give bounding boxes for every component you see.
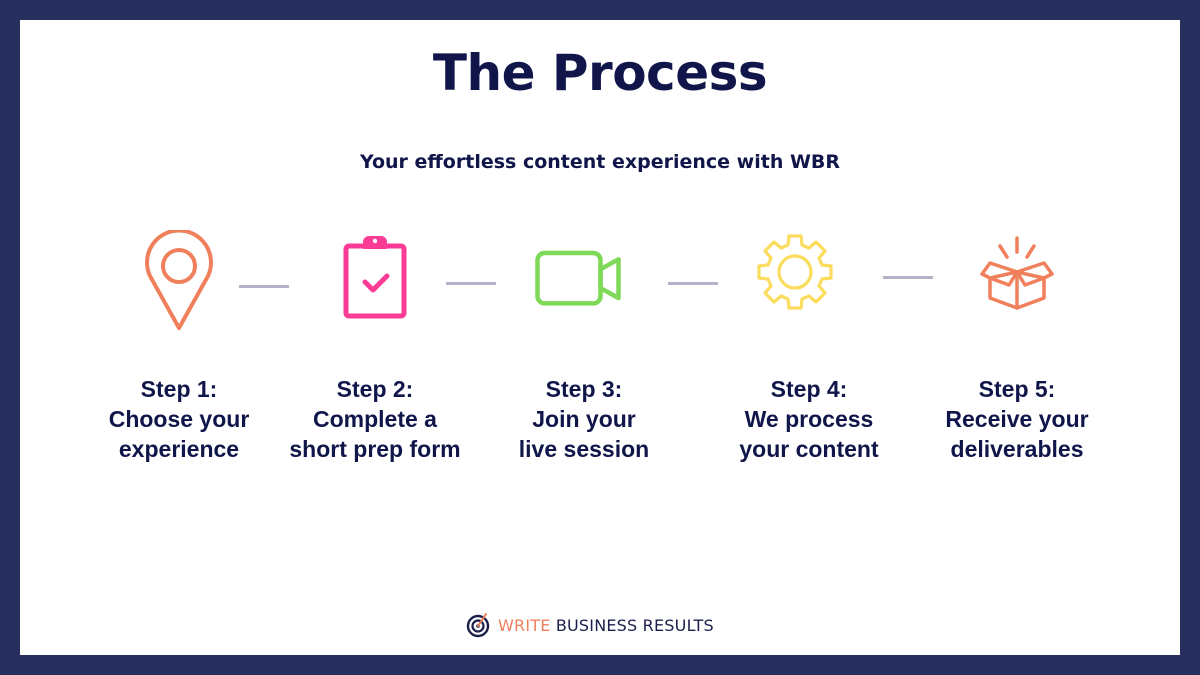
brand-logo: WRITE BUSINESS RESULTS <box>466 612 714 638</box>
step-description-line: Choose your <box>108 406 250 432</box>
video-camera-icon <box>533 230 623 330</box>
step-4: Step 4: We process your content <box>699 374 919 464</box>
map-pin-icon <box>134 230 224 330</box>
page-subtitle: Your effortless content experience with … <box>359 151 841 173</box>
step-description-line: Join your <box>532 406 636 432</box>
connector-line <box>668 282 718 285</box>
step-1: Step 1: Choose your experience <box>69 374 289 464</box>
step-description-line: Complete a <box>313 406 437 432</box>
step-description-line: live session <box>518 436 650 462</box>
step-label: Step 3: <box>545 376 623 402</box>
clipboard-check-icon <box>330 230 420 330</box>
gear-icon <box>750 225 840 325</box>
open-box-icon <box>972 230 1062 330</box>
brand-name-rest: BUSINESS RESULTS <box>555 615 714 635</box>
step-3: Step 3: Join your live session <box>474 374 694 464</box>
step-description-line: We process <box>744 406 874 432</box>
step-description-line: your content <box>739 436 879 462</box>
step-5: Step 5: Receive your deliverables <box>907 374 1127 464</box>
step-label: Step 4: <box>770 376 848 402</box>
step-2: Step 2: Complete a short prep form <box>265 374 485 464</box>
connector-line <box>883 276 933 279</box>
step-description-line: short prep form <box>289 436 461 462</box>
brand-name: WRITE BUSINESS RESULTS <box>498 616 714 635</box>
target-icon <box>466 612 492 638</box>
page-title: The Process <box>432 44 768 102</box>
step-description-line: Receive your <box>945 406 1089 432</box>
brand-name-write: WRITE <box>498 615 551 635</box>
slide-frame <box>20 20 1180 655</box>
step-description-line: experience <box>118 436 240 462</box>
step-label: Step 5: <box>978 376 1056 402</box>
step-description-line: deliverables <box>950 436 1084 462</box>
connector-line <box>239 285 289 288</box>
connector-line <box>446 282 496 285</box>
step-label: Step 2: <box>336 376 414 402</box>
step-label: Step 1: <box>140 376 218 402</box>
